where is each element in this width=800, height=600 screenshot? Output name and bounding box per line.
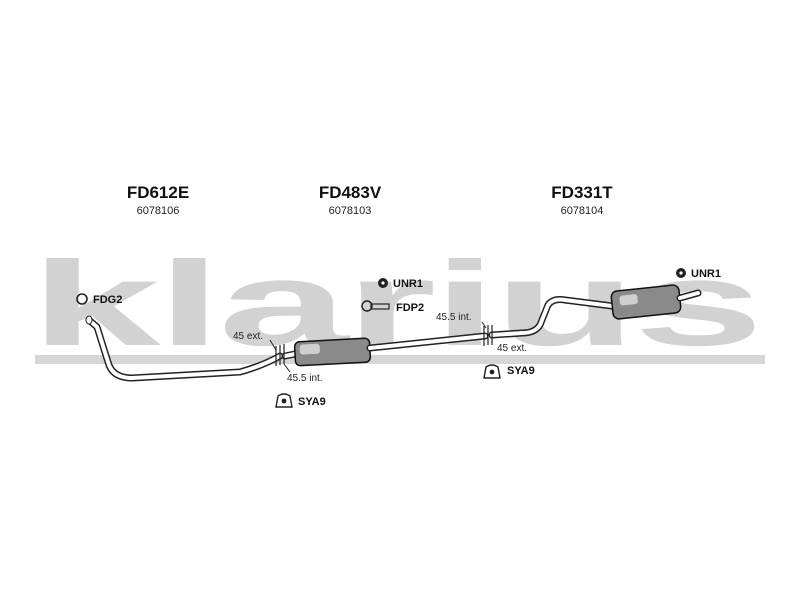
part-unr1-left: UNR1 [378, 278, 423, 290]
nut-icon [378, 278, 388, 288]
part-sya9-left-label: SYA9 [298, 396, 326, 408]
part-sya9-right-label: SYA9 [507, 365, 535, 377]
part-sya9-right: SYA9 [483, 364, 535, 379]
front-pipe [85, 315, 284, 382]
clamp-icon [361, 300, 390, 312]
section-code-2: FD483V [319, 183, 382, 202]
part-sya9-left: SYA9 [275, 393, 326, 408]
section-code-3: FD331T [551, 183, 613, 202]
part-unr1-left-label: UNR1 [393, 278, 423, 290]
section-number-1: 6078106 [137, 205, 180, 217]
rubber-mount-icon [275, 393, 293, 408]
rubber-mount-icon [483, 364, 501, 379]
dim-right-int: 45.5 int. [436, 312, 472, 323]
dim-left-int: 45.5 int. [287, 373, 323, 384]
gasket-icon [76, 293, 88, 305]
centre-section [281, 332, 489, 367]
nut-icon [676, 268, 686, 278]
part-fdg2-label: FDG2 [93, 294, 122, 306]
section-number-3: 6078104 [561, 205, 604, 217]
part-fdp2: FDP2 [361, 300, 424, 314]
section-number-2: 6078103 [329, 205, 372, 217]
watermark-underline [35, 355, 765, 364]
part-unr1-right: UNR1 [676, 268, 721, 280]
section-code-1: FD612E [127, 183, 189, 202]
part-unr1-right-label: UNR1 [691, 268, 721, 280]
rear-section [488, 284, 702, 339]
dim-left-ext: 45 ext. [233, 331, 263, 342]
joint-right [483, 325, 493, 346]
part-fdg2: FDG2 [76, 293, 122, 306]
part-fdp2-label: FDP2 [396, 302, 424, 314]
dim-right-ext: 45 ext. [497, 343, 527, 354]
